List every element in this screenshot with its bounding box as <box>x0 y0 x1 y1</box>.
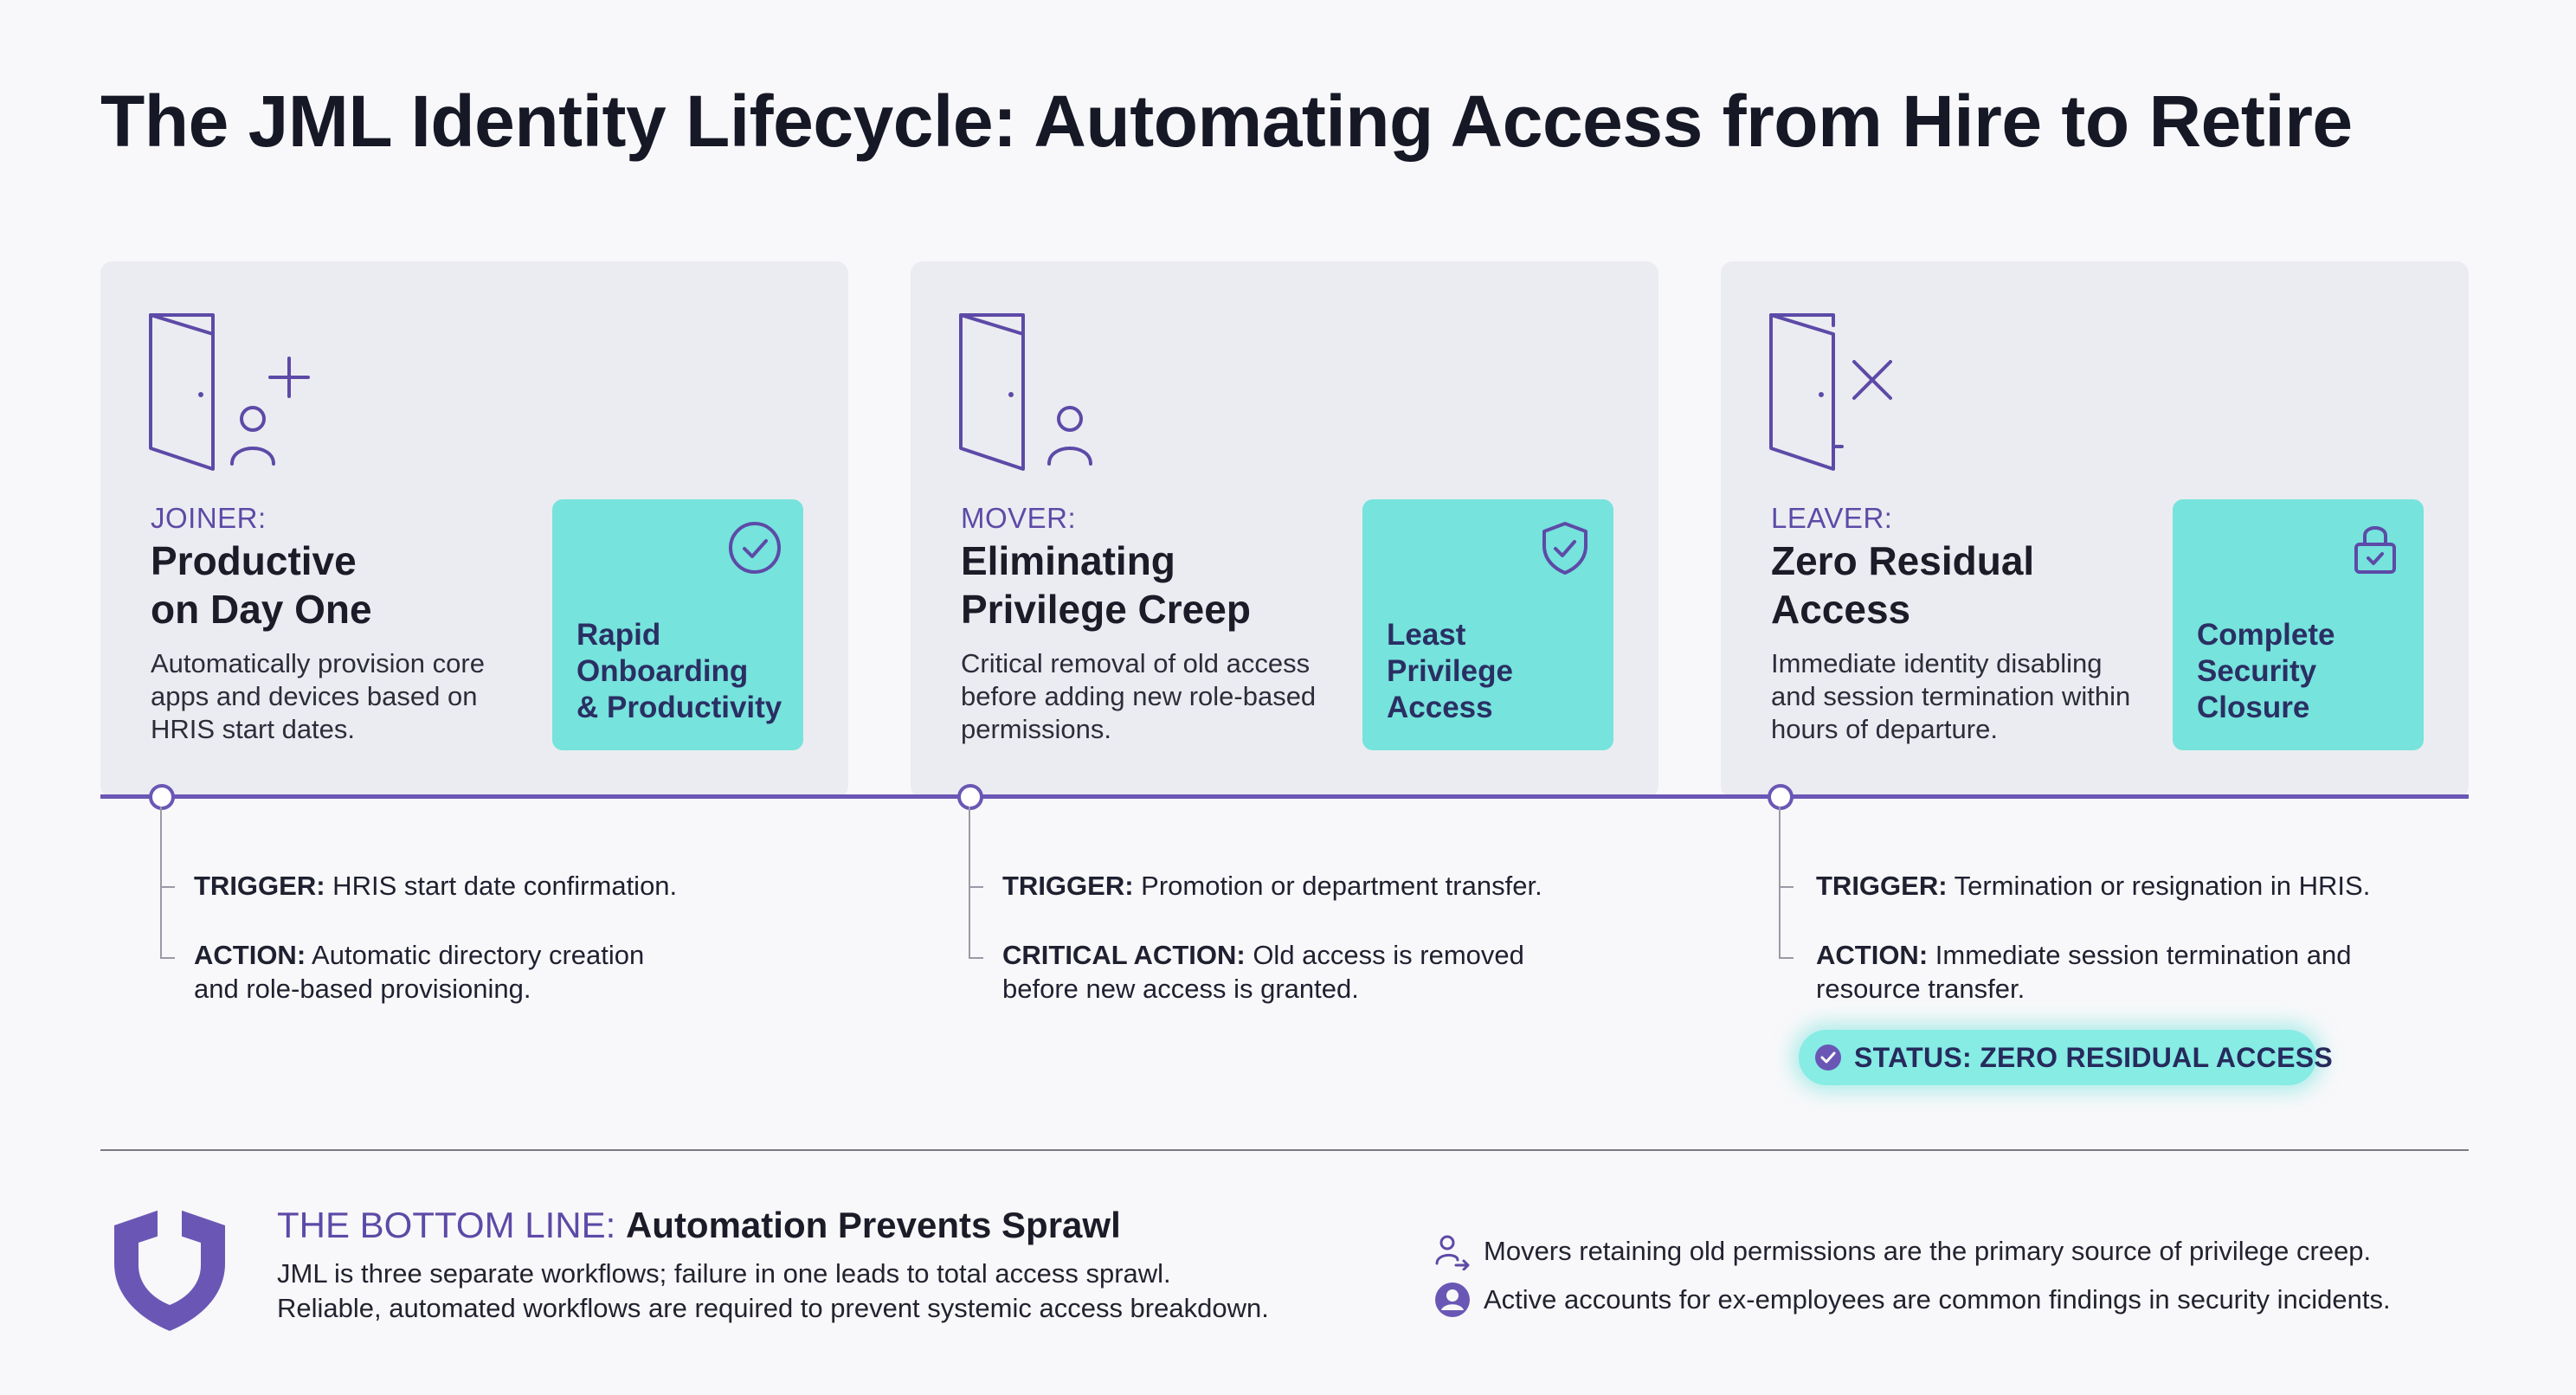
connector-line <box>1779 807 1781 959</box>
outcome-label: Rapid Onboarding & Productivity <box>576 618 782 724</box>
connector-tick <box>161 886 175 888</box>
action-text: ACTION: Immediate session termination an… <box>1816 940 2352 1004</box>
phase-label: JOINER: <box>151 502 267 534</box>
trigger-text: TRIGGER: Termination or resignation in H… <box>1816 871 2371 901</box>
fact-item: Active accounts for ex-employees are com… <box>1433 1281 2391 1319</box>
stage-description: Automatically provision core apps and de… <box>151 648 485 744</box>
stage-heading: Productive on Day One <box>151 538 372 632</box>
outcome-label: Complete Security Closure <box>2197 618 2335 724</box>
bottom-line-description: JML is three separate workflows; failure… <box>277 1258 1269 1323</box>
stage-heading: Eliminating Privilege Creep <box>961 538 1251 632</box>
trigger-text: TRIGGER: Promotion or department transfe… <box>1002 871 1542 901</box>
timeline-node-mover <box>957 784 983 810</box>
outcome-badge: Complete Security Closure <box>2173 499 2424 750</box>
phase-label: MOVER: <box>961 502 1077 534</box>
connector-tick <box>969 886 983 888</box>
stage-heading: Zero Residual Access <box>1771 538 2035 632</box>
connector-tick <box>1780 957 1794 959</box>
timeline-line <box>100 794 2469 799</box>
page-title: The JML Identity Lifecycle: Automating A… <box>100 80 2353 162</box>
connector-tick <box>161 957 175 959</box>
outcome-badge: Least Privilege Access <box>1362 499 1613 750</box>
user-move-icon <box>1435 1235 1470 1270</box>
status-badge: STATUS: ZERO RESIDUAL ACCESS <box>1799 1030 2333 1085</box>
status-text: STATUS: ZERO RESIDUAL ACCESS <box>1854 1042 2334 1073</box>
door-user-icon <box>959 313 1092 471</box>
critical-action-text: CRITICAL ACTION: Old access is removed b… <box>1002 940 1524 1004</box>
joiner-card: JOINER: Productive on Day One Automatica… <box>100 261 848 798</box>
bottom-line-title: THE BOTTOM LINE: Automation Prevents Spr… <box>277 1205 1121 1245</box>
shield-check-icon <box>1542 522 1587 575</box>
leaver-card: LEAVER: Zero Residual Access Immediate i… <box>1721 261 2469 798</box>
check-circle-icon <box>729 522 781 574</box>
mover-card: MOVER: Eliminating Privilege Creep Criti… <box>911 261 1658 798</box>
action-text: ACTION: Automatic directory creation and… <box>194 940 645 1004</box>
connector-line <box>160 807 162 959</box>
shield-icon <box>114 1206 225 1331</box>
connector-tick <box>1780 886 1794 888</box>
timeline-node-leaver <box>1768 784 1794 810</box>
trigger-text: TRIGGER: HRIS start date confirmation. <box>194 871 678 901</box>
timeline-node-joiner <box>149 784 175 810</box>
user-circle-icon <box>1435 1282 1470 1317</box>
outcome-badge: Rapid Onboarding & Productivity <box>552 499 803 750</box>
stage-description: Critical removal of old access before ad… <box>961 648 1317 744</box>
connector-tick <box>969 957 983 959</box>
fact-item: Movers retaining old permissions are the… <box>1433 1232 2371 1270</box>
outcome-label: Least Privilege Access <box>1387 618 1513 724</box>
door-close-icon <box>1769 313 1892 471</box>
section-divider <box>100 1149 2469 1151</box>
check-badge-icon <box>1815 1045 1841 1070</box>
door-user-plus-icon <box>149 313 310 471</box>
phase-label: LEAVER: <box>1771 502 1893 534</box>
stage-description: Immediate identity disabling and session… <box>1771 648 2131 744</box>
lock-check-icon <box>2354 526 2396 574</box>
connector-line <box>969 807 970 959</box>
